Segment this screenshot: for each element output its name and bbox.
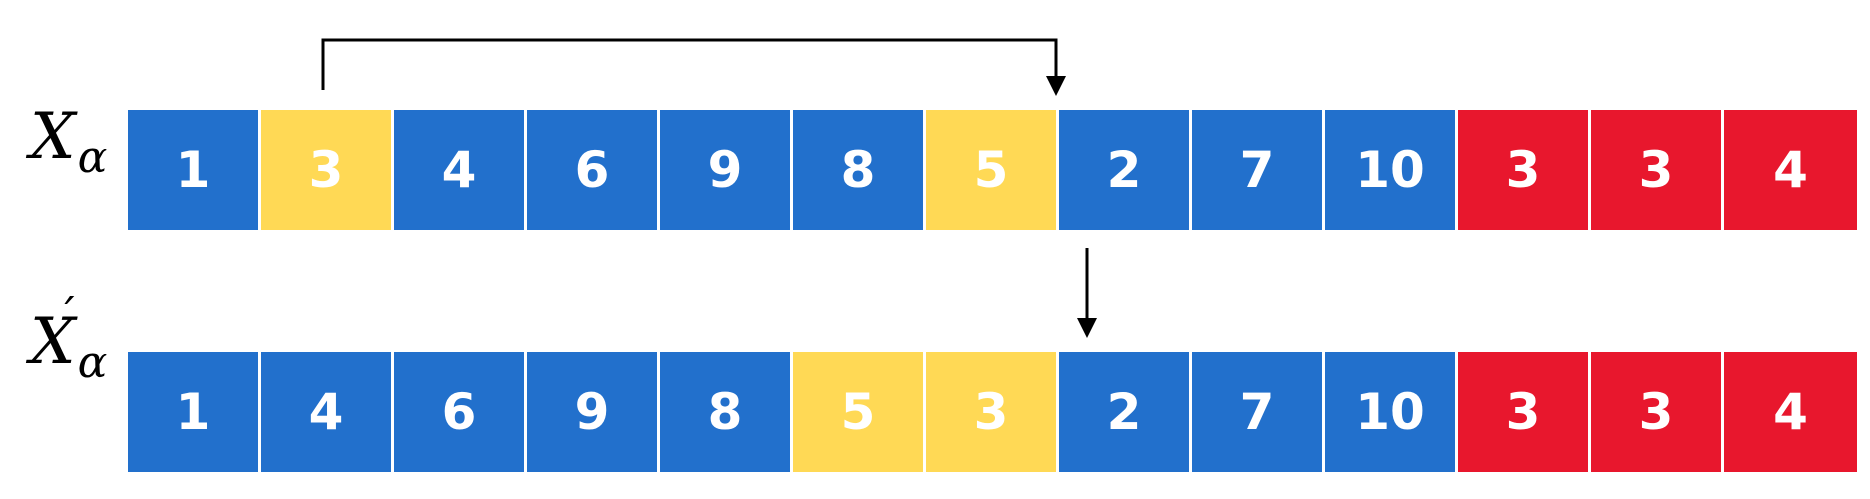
gene-cell: 5 (793, 352, 926, 472)
row-label-x-alpha-prime: ´ Xα (30, 291, 107, 388)
transform-arrow-head (1077, 318, 1097, 338)
gene-cell: 3 (1591, 110, 1724, 230)
gene-cell: 3 (1458, 352, 1591, 472)
gene-cell: 9 (660, 110, 793, 230)
gene-cell: 6 (527, 110, 660, 230)
gene-cell: 3 (261, 110, 394, 230)
gene-cell: 7 (1192, 352, 1325, 472)
gene-cell: 6 (394, 352, 527, 472)
gene-cell: 4 (394, 110, 527, 230)
gene-cell: 1 (128, 110, 261, 230)
label-accent: ´ (56, 291, 78, 342)
gene-cell: 2 (1059, 352, 1192, 472)
gene-cell: 7 (1192, 110, 1325, 230)
gene-cell: 8 (793, 110, 926, 230)
label-main: X (30, 305, 76, 379)
gene-cell: 10 (1325, 110, 1458, 230)
move-arrow (321, 38, 1058, 90)
gene-cell: 5 (926, 110, 1059, 230)
gene-cell: 4 (261, 352, 394, 472)
gene-cell: 3 (926, 352, 1059, 472)
gene-cell: 3 (1458, 110, 1591, 230)
gene-cell: 2 (1059, 110, 1192, 230)
gene-cell: 4 (1724, 352, 1857, 472)
move-arrow-head (1046, 76, 1066, 96)
label-subscript: α (77, 132, 108, 183)
gene-cell: 3 (1591, 352, 1724, 472)
gene-cell: 10 (1325, 352, 1458, 472)
label-main: X (30, 100, 76, 174)
gene-cell: 4 (1724, 110, 1857, 230)
gene-cell: 8 (660, 352, 793, 472)
gene-cell: 1 (128, 352, 261, 472)
row-label-x-alpha: Xα (30, 100, 107, 183)
gene-cell: 9 (527, 352, 660, 472)
label-subscript: α (77, 337, 108, 388)
